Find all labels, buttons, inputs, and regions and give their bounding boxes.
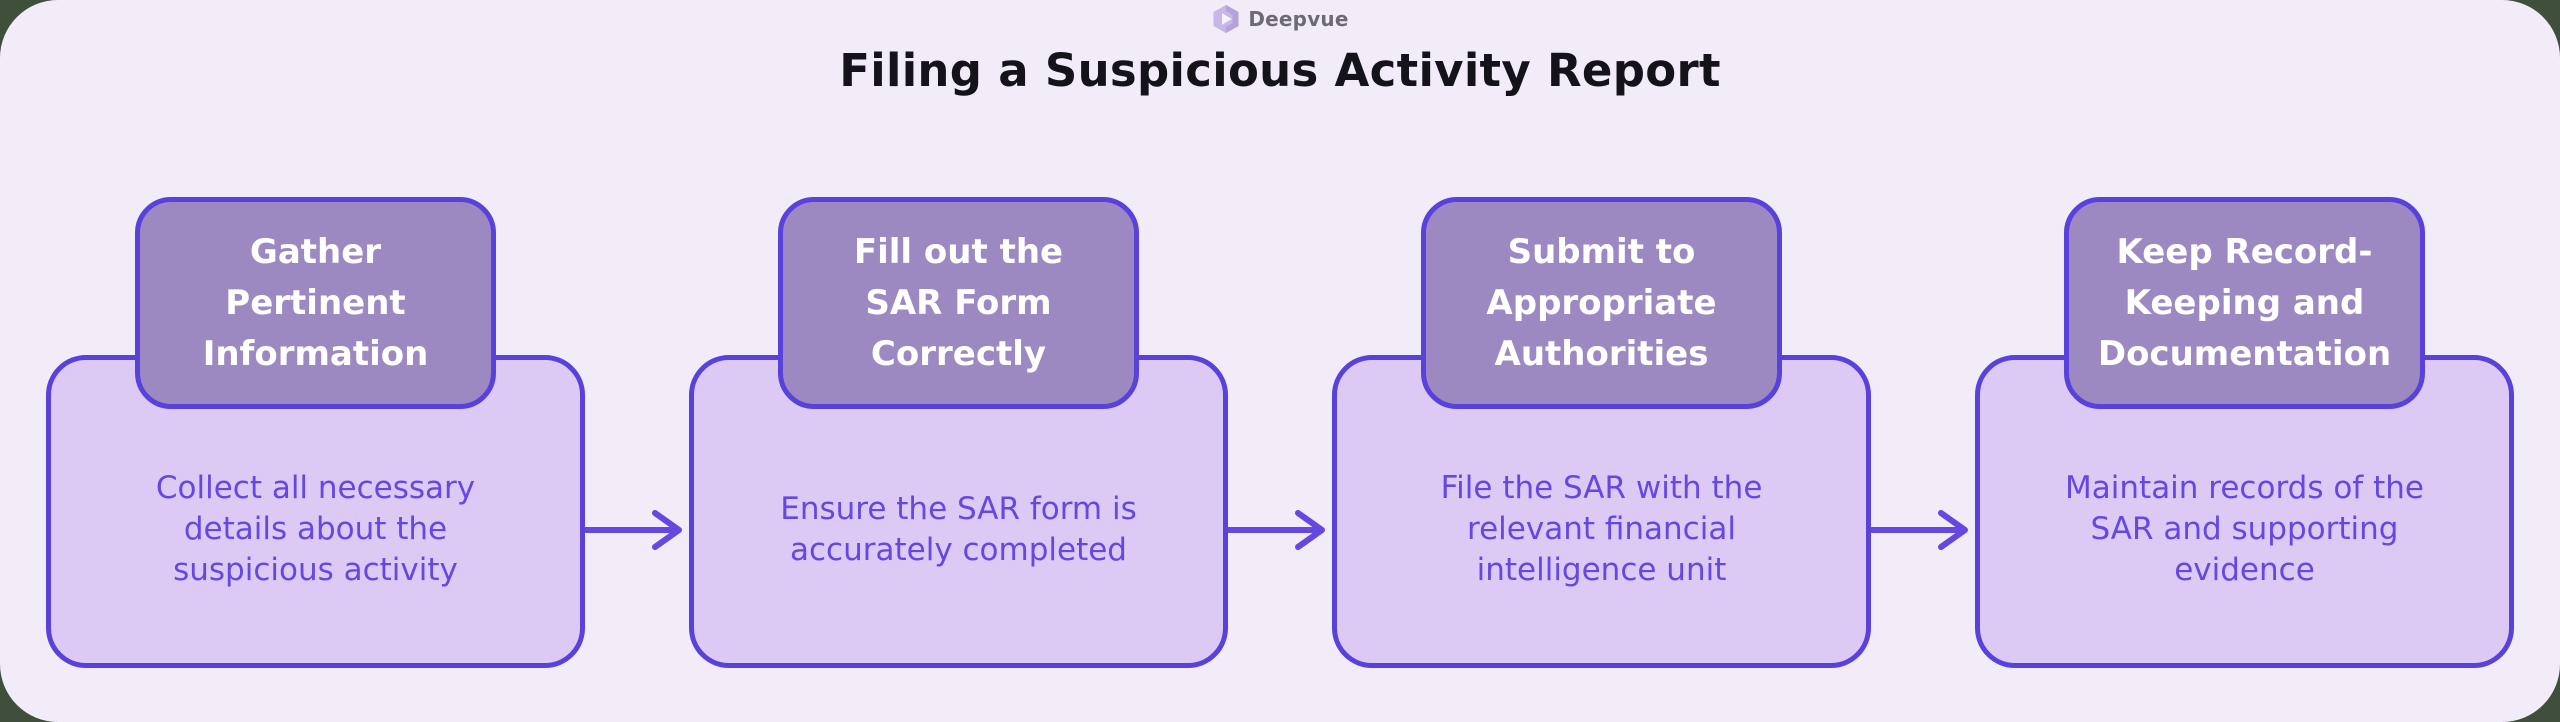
right-arrow-icon <box>583 510 682 550</box>
right-arrow-icon <box>1226 510 1325 550</box>
process-flow: Gather Pertinent Information Collect all… <box>46 197 2514 668</box>
step-3-title: Submit to Appropriate Authorities <box>1486 231 1717 374</box>
flow-arrow-1 <box>583 197 689 668</box>
deepvue-hexagon-icon <box>1213 5 1239 33</box>
step-1-description: Collect all necessary details about the … <box>155 470 476 588</box>
right-arrow-icon <box>1869 510 1968 550</box>
step-2-header: Fill out the SAR Form Correctly <box>777 197 1140 409</box>
step-2-fill-sar-form: Fill out the SAR Form Correctly Ensure t… <box>689 197 1228 668</box>
step-3-submit-authorities: Submit to Appropriate Authorities File t… <box>1332 197 1871 668</box>
step-2-title: Fill out the SAR Form Correctly <box>853 231 1064 374</box>
step-1-header: Gather Pertinent Information <box>134 197 497 409</box>
step-1-gather-information: Gather Pertinent Information Collect all… <box>46 197 585 668</box>
deepvue-logo-text: Deepvue <box>1248 7 1349 31</box>
step-3-description: File the SAR with the relevant financial… <box>1440 470 1763 588</box>
flow-arrow-3 <box>1869 197 1975 668</box>
step-4-record-keeping: Keep Record- Keeping and Documentation M… <box>1975 197 2514 668</box>
page-title: Filing a Suspicious Activity Report <box>839 44 1721 97</box>
step-2-description: Ensure the SAR form is accurately comple… <box>780 490 1137 568</box>
step-4-header: Keep Record- Keeping and Documentation <box>2063 197 2426 409</box>
step-1-title: Gather Pertinent Information <box>202 231 429 374</box>
step-4-description: Maintain records of the SAR and supporti… <box>2065 470 2424 588</box>
flow-arrow-2 <box>1226 197 1332 668</box>
step-4-title: Keep Record- Keeping and Documentation <box>2097 231 2392 374</box>
deepvue-logo: Deepvue <box>0 4 2560 34</box>
step-3-header: Submit to Appropriate Authorities <box>1420 197 1783 409</box>
